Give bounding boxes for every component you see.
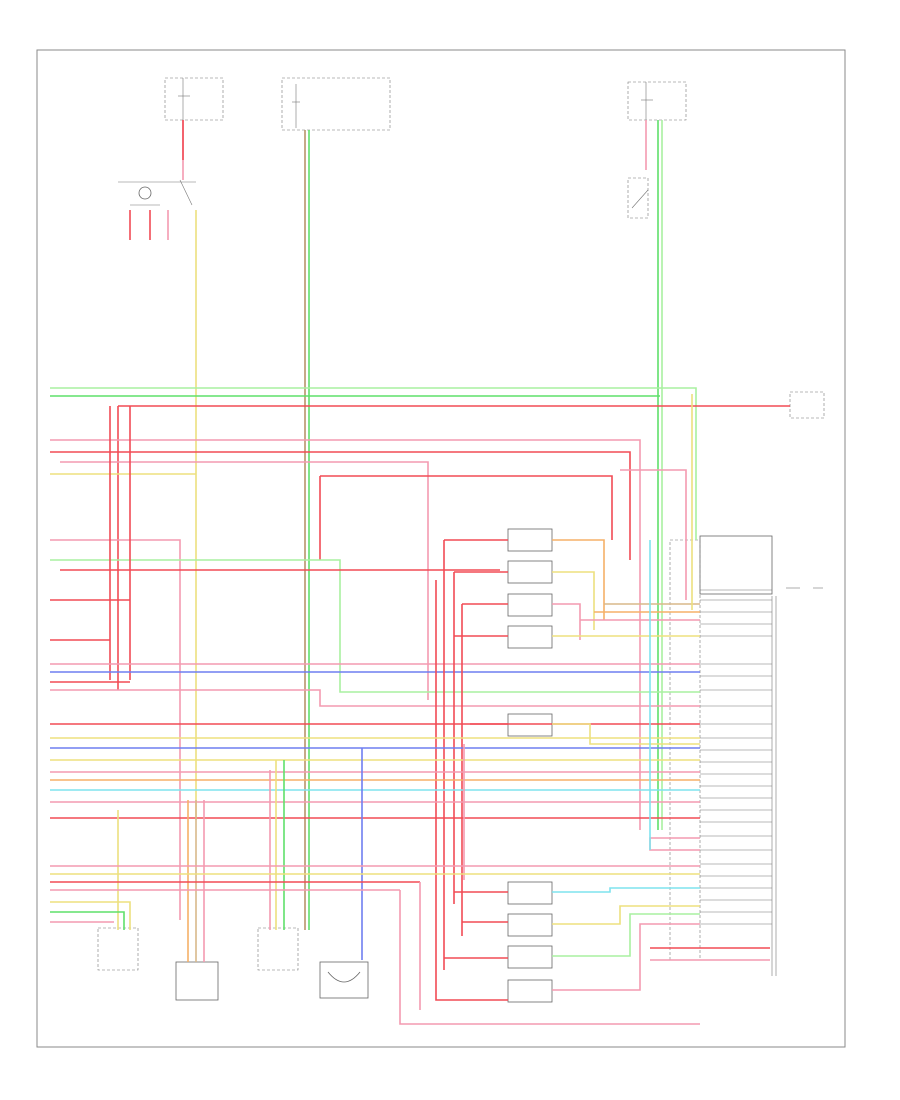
diagram-frame (36, 49, 846, 1048)
range-switch (118, 179, 196, 206)
fuse-block-left (164, 77, 224, 121)
fuse-block-right (627, 81, 687, 121)
vehicle-speed-sensor (507, 713, 553, 737)
bottom-sensors (97, 927, 369, 1001)
ecu-pin-rows (700, 599, 772, 925)
fuel-injector-bank-2 (507, 881, 553, 1003)
power-relay (281, 77, 391, 131)
wire-harness (50, 120, 790, 1025)
main-connector-block (669, 535, 823, 961)
data-link-connector (789, 391, 825, 419)
brake-switch (627, 177, 649, 219)
fuel-injector-bank-1 (507, 528, 553, 649)
main-connector-pins (771, 596, 777, 976)
